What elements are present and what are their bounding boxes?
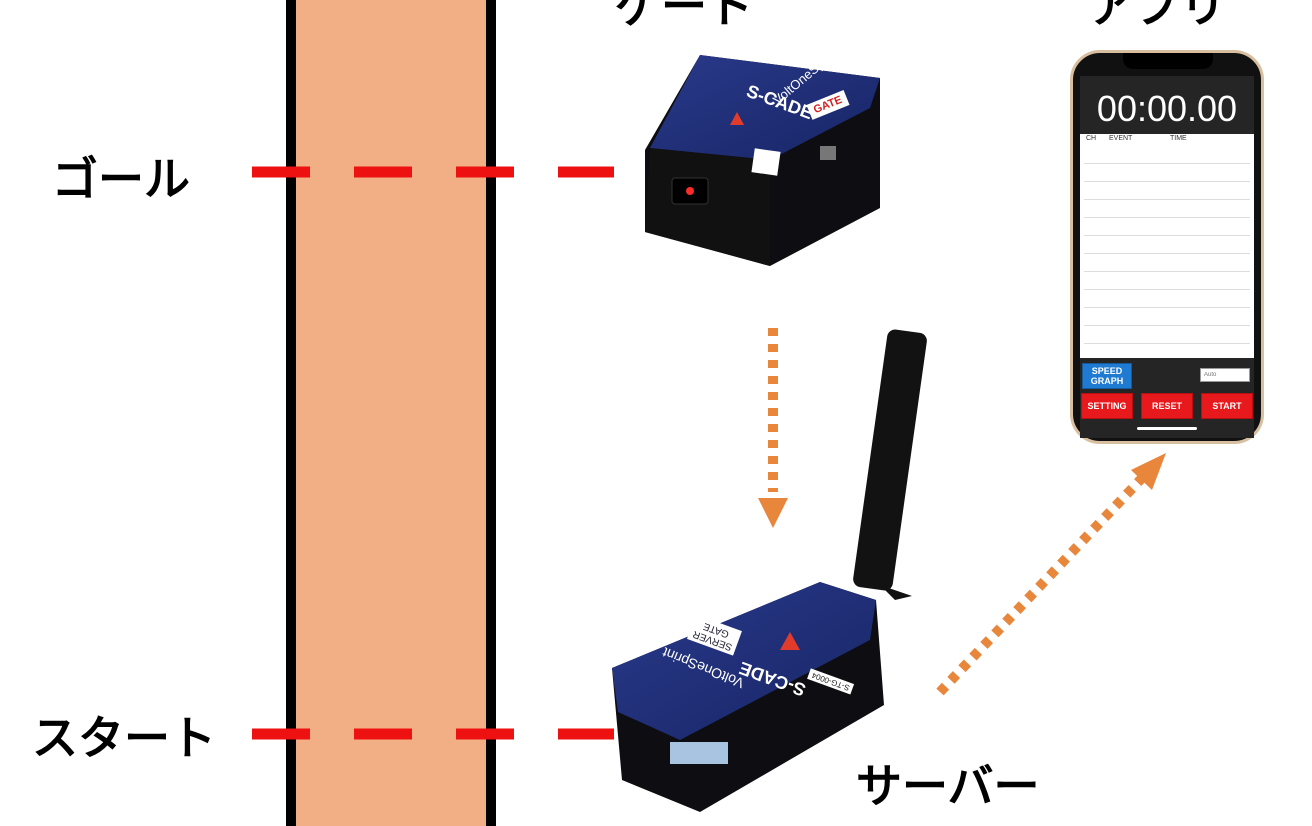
gate-to-server-arrow — [758, 328, 788, 528]
reset-button[interactable]: RESET — [1141, 393, 1193, 419]
speed-graph-button[interactable]: SPEED GRAPH — [1082, 363, 1132, 389]
phone-notch — [1123, 53, 1213, 69]
server-device — [612, 329, 927, 812]
timer-app-screen: 00:00.00 CH EVENT TIME SPEED GRAPH SETTI… — [1080, 76, 1254, 438]
gate-device — [645, 55, 880, 266]
col-event-header: EVENT — [1109, 135, 1133, 142]
start-button[interactable]: START — [1201, 393, 1253, 419]
speed-graph-line2: GRAPH — [1090, 376, 1124, 386]
app-title-label: アプリ — [1088, 0, 1226, 33]
speed-graph-line1: SPEED — [1091, 366, 1123, 376]
home-indicator — [1137, 427, 1197, 430]
track-lane — [286, 0, 496, 826]
timer-display: 00:00.00 — [1096, 88, 1238, 129]
server-to-app-arrow — [936, 453, 1166, 696]
table-rows — [1084, 146, 1250, 354]
col-time-header: TIME — [1170, 135, 1187, 142]
event-table: CH EVENT TIME — [1080, 134, 1254, 358]
setting-button[interactable]: SETTING — [1081, 393, 1133, 419]
goal-label: ゴール — [52, 152, 190, 206]
app-header-bg — [1080, 76, 1254, 134]
server-gate-label: サーバー — [856, 759, 1040, 813]
gate-title-label: ゲート — [615, 0, 753, 33]
col-ch-header: CH — [1086, 135, 1097, 142]
start-label: スタート — [32, 711, 216, 765]
auto-input[interactable] — [1200, 368, 1250, 382]
